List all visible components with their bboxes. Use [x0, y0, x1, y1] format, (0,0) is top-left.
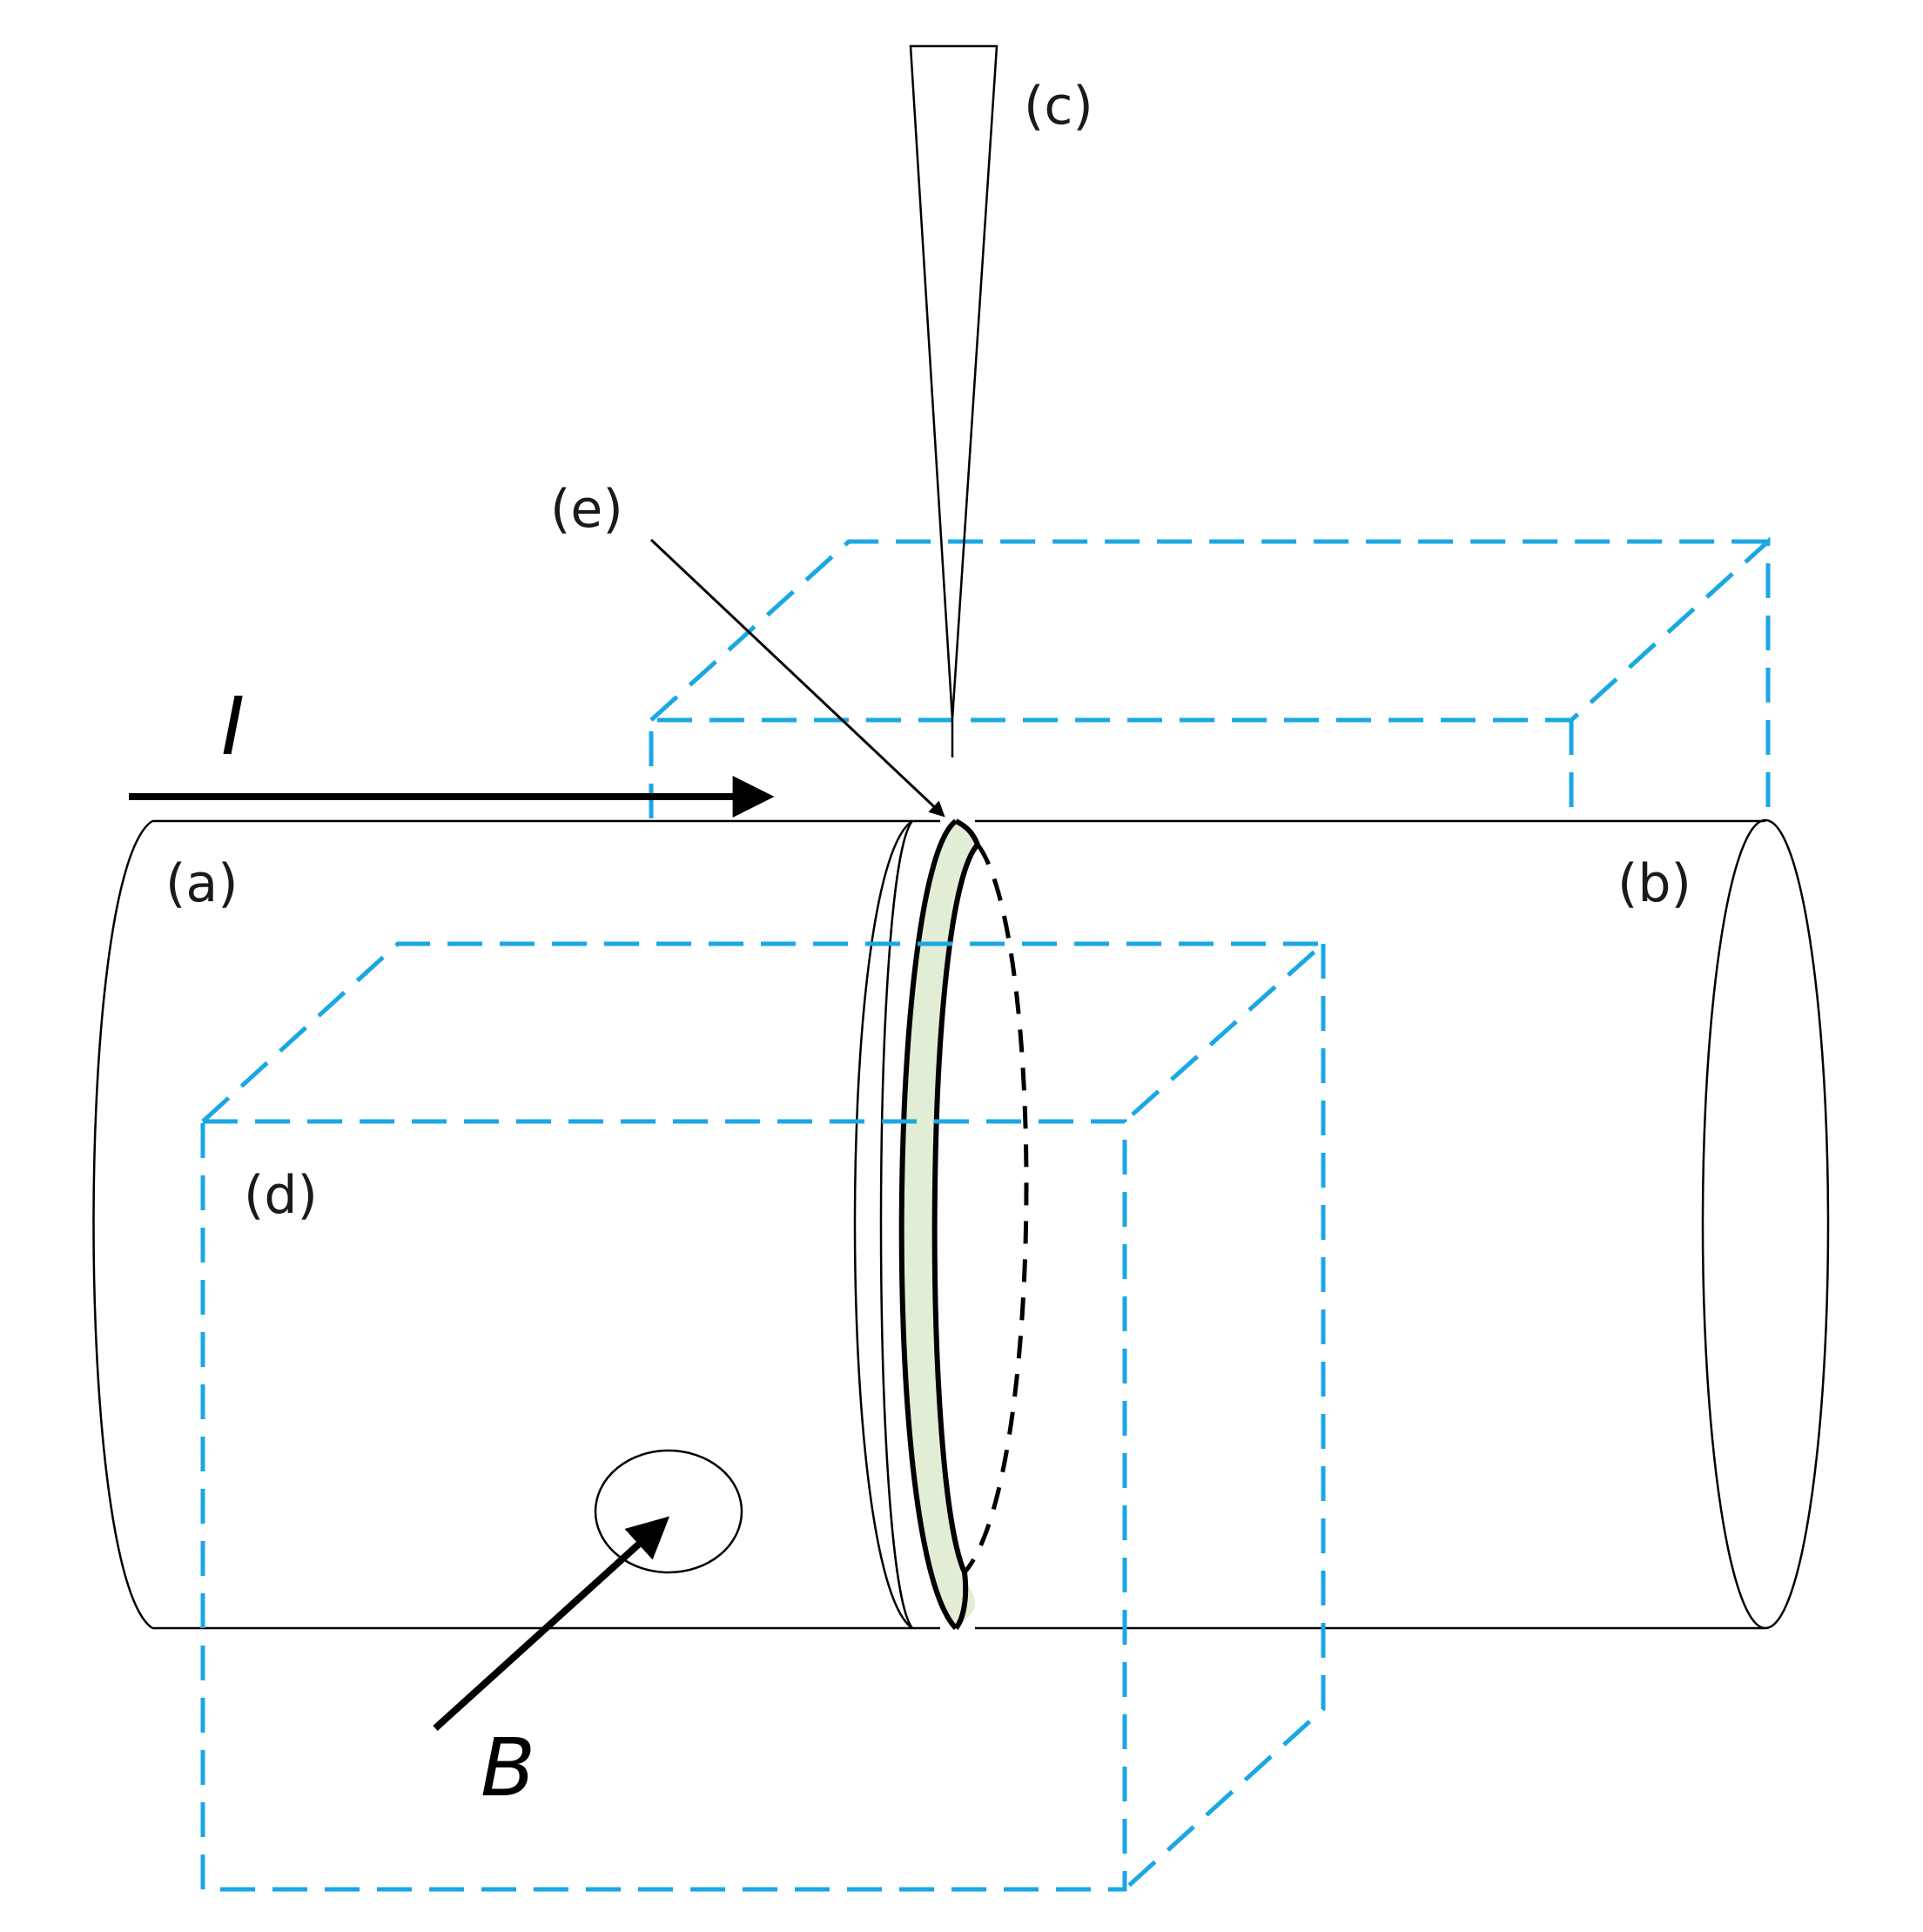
label-c: (c) — [1024, 76, 1093, 137]
label-a: (a) — [165, 853, 239, 914]
label-d: (d) — [244, 1165, 318, 1226]
left-cylinder — [92, 819, 940, 1630]
probe-tip — [909, 44, 998, 757]
label-e: (e) — [550, 479, 623, 540]
e-pointer-arrow — [649, 538, 945, 818]
right-cylinder — [975, 818, 1830, 1630]
label-field: B — [481, 1721, 535, 1814]
front-magnet-box — [200, 941, 1329, 1892]
rear-magnet-box — [649, 536, 1771, 818]
label-b: (b) — [1617, 853, 1691, 914]
label-current: I — [221, 680, 245, 773]
field-indicator — [433, 1449, 743, 1731]
junction-disk — [898, 818, 1029, 1631]
